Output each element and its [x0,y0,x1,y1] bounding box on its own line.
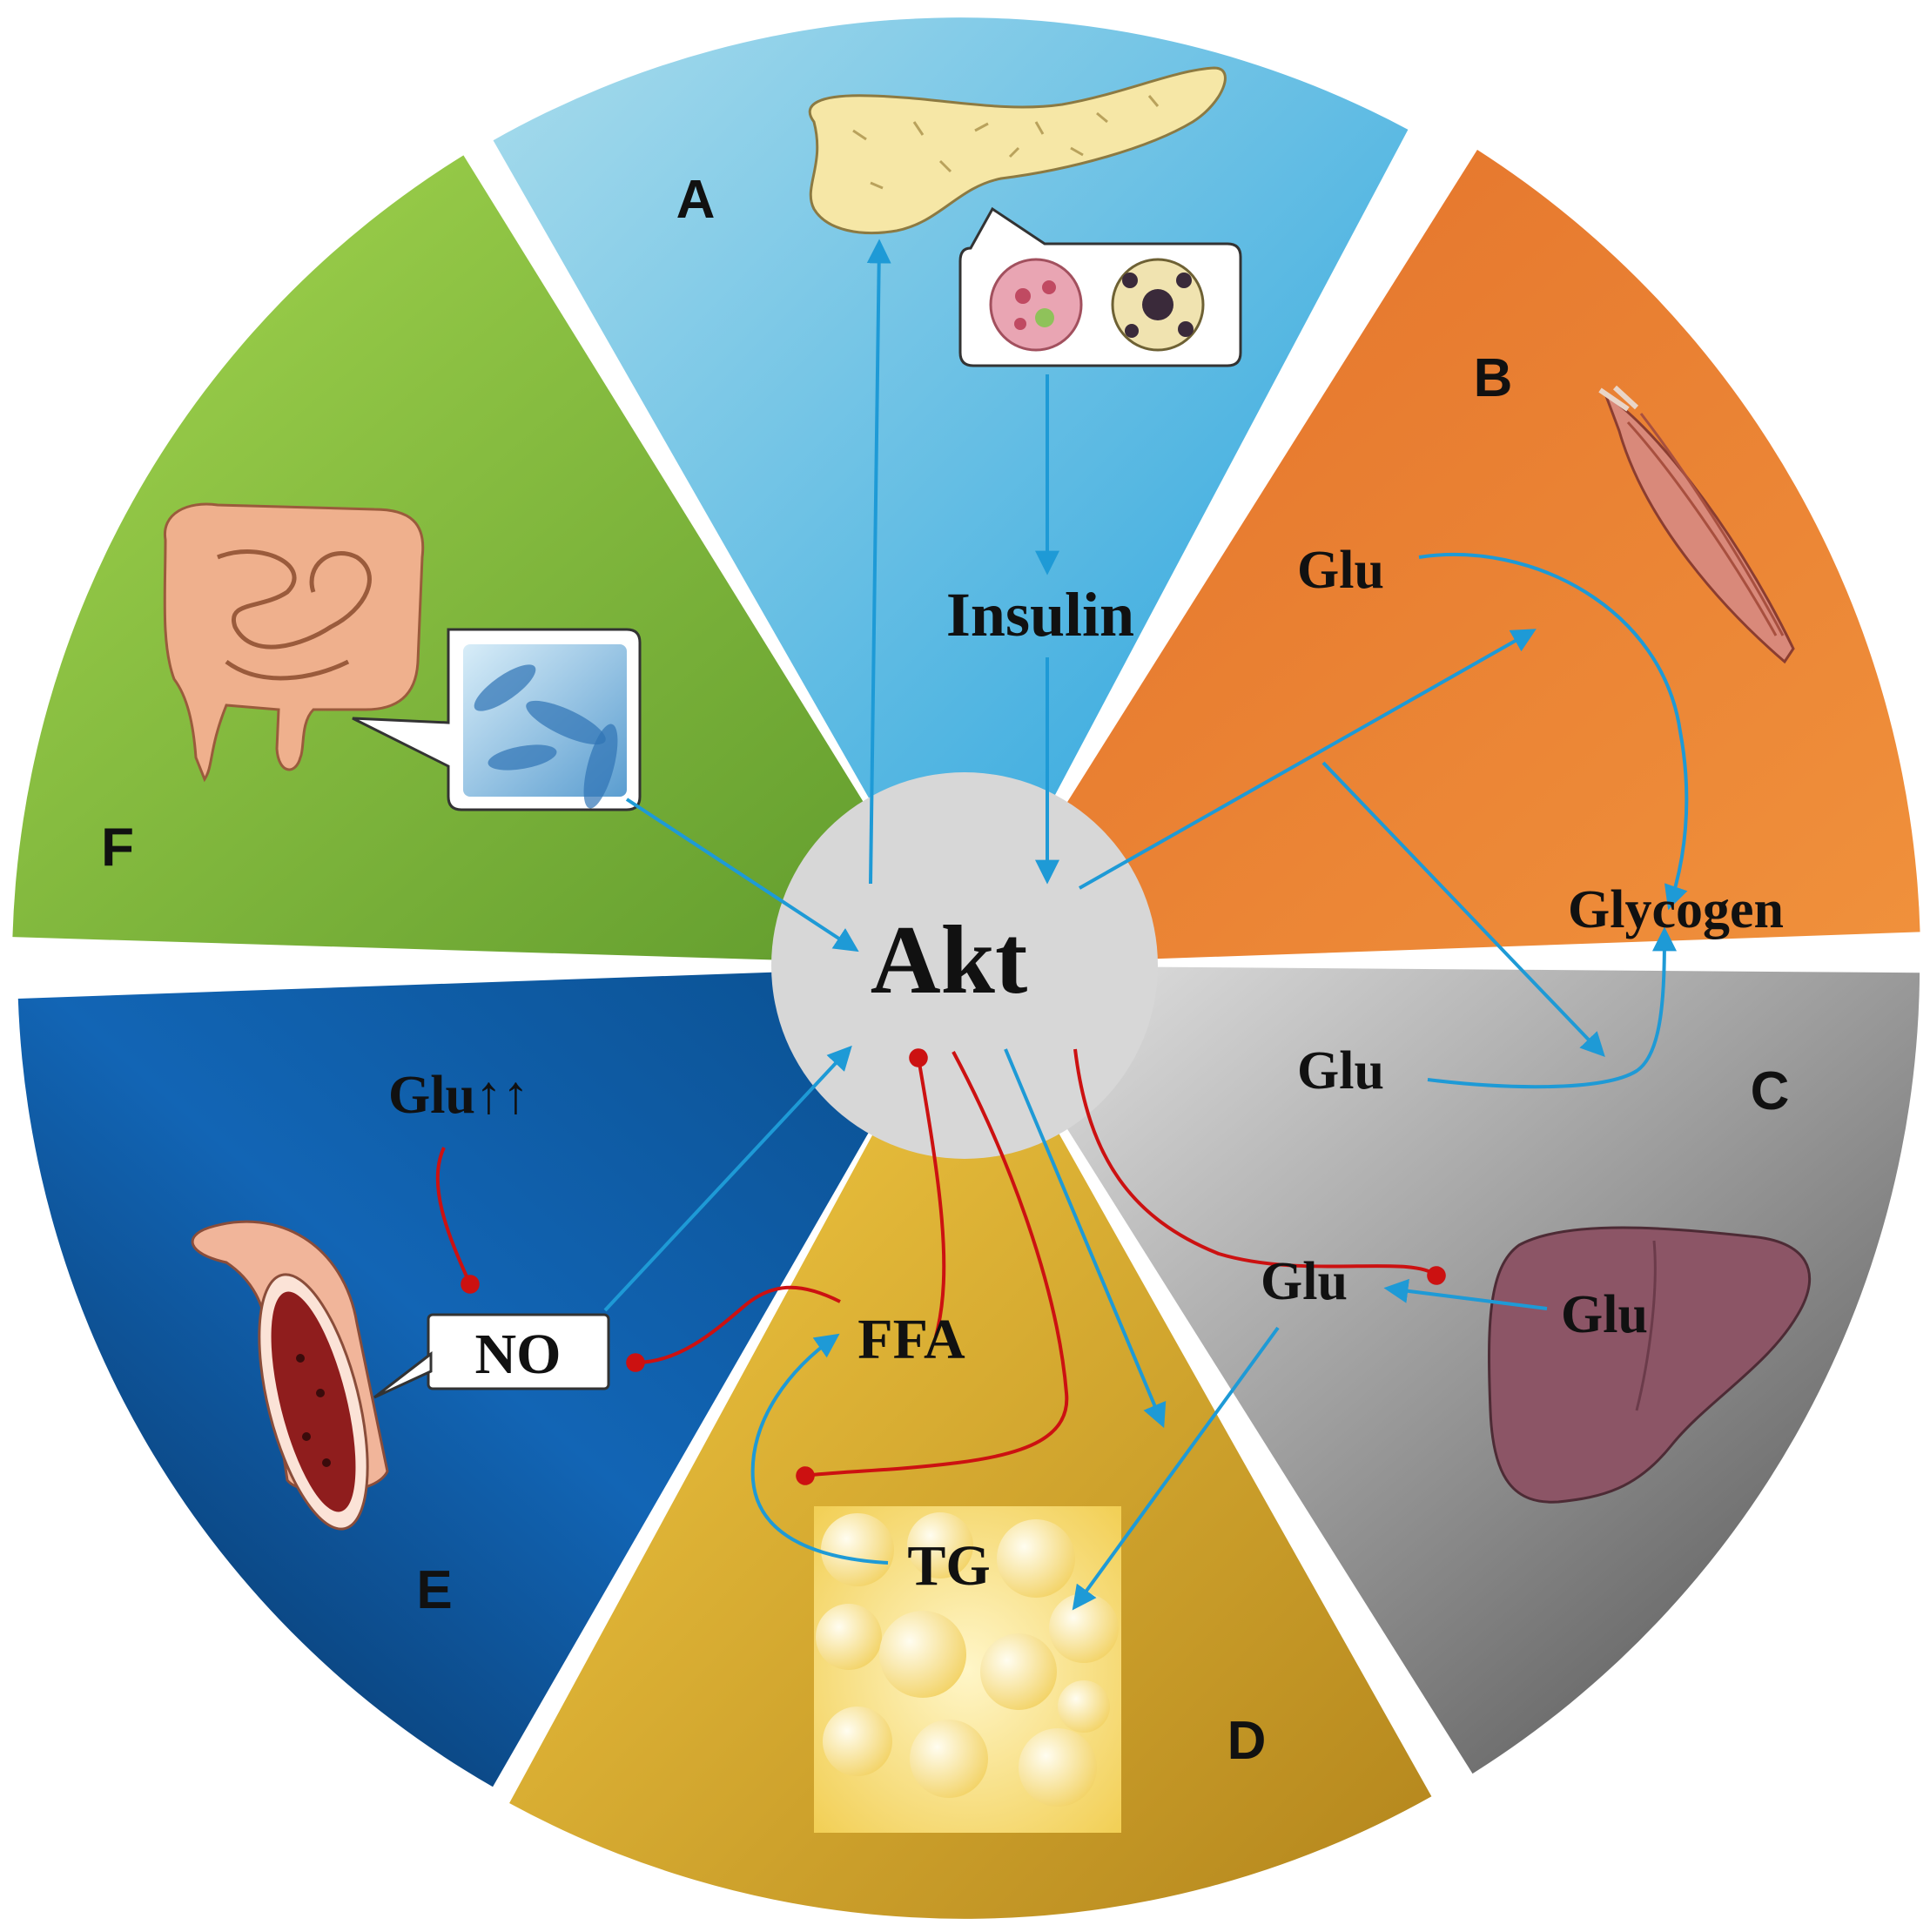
no-box [427,1313,610,1390]
inhibit-glu-no [435,1147,480,1294]
sector-letter-e: E [416,1560,452,1620]
sector-letter-b: B [1474,348,1513,408]
muscle-icon [1598,385,1795,664]
arrow-muscle-glu-to-glycogen [1418,552,1689,911]
insulin-label: Insulin [946,580,1134,650]
no-box-pointer [373,1350,433,1399]
inhibit-akt-ffa [909,1048,946,1337]
arrow-liver-glu-to-glycogen [1427,926,1677,1089]
arrow-liver-glu-to-glu [1383,1278,1548,1310]
inhibit-ffa-no [626,1285,841,1372]
arrow-to-liver-glycogen [1321,761,1605,1058]
arrow-akt-to-adipose [1004,1048,1167,1429]
glu-output-label: Glu [1261,1252,1348,1311]
ffa-label: FFA [857,1308,965,1371]
liver-icon [1488,1226,1812,1504]
akt-label: Akt [871,906,1027,1014]
islet-cells-icon [958,206,1242,367]
sector-f-gut [12,155,965,966]
glu-liver-label: Glu [1297,1041,1384,1101]
tg-label: TG [907,1534,990,1598]
arrow-glu-to-adipose [1072,1326,1280,1611]
akt-node [771,772,1158,1159]
blood-vessel-icon [191,1220,389,1531]
inhibit-akt-tg [796,1051,1069,1485]
intestine-icon [163,502,425,783]
glu-high-label: Glu↑↑ [388,1066,529,1125]
arrow-tg-to-ffa [750,1333,889,1565]
sector-letter-d: D [1227,1711,1267,1771]
inhibit-akt-liver [1073,1048,1446,1285]
sector-letter-f: F [101,818,134,878]
glu-muscle-label: Glu [1297,541,1384,600]
sector-letter-a: A [676,170,716,230]
bacteria-icon [352,628,642,811]
no-label: NO [475,1323,562,1386]
glu-hepatic-label: Glu [1561,1285,1648,1344]
pancreas-icon [808,66,1227,235]
arrow-bacteria-to-akt [625,798,859,953]
sector-letter-c: C [1751,1061,1790,1121]
glycogen-label: Glycogen [1568,880,1784,939]
arrow-akt-to-pancreas [866,239,891,885]
sector-c-liver [965,966,1920,1774]
activation-arrows [603,239,1689,1611]
sector-d-adipose [509,966,1432,1919]
sector-b-muscle [965,149,1920,966]
arrow-no-to-akt [603,1045,852,1312]
arrow-akt-to-muscle [1079,629,1537,890]
inhibition-lines [435,1048,1446,1485]
